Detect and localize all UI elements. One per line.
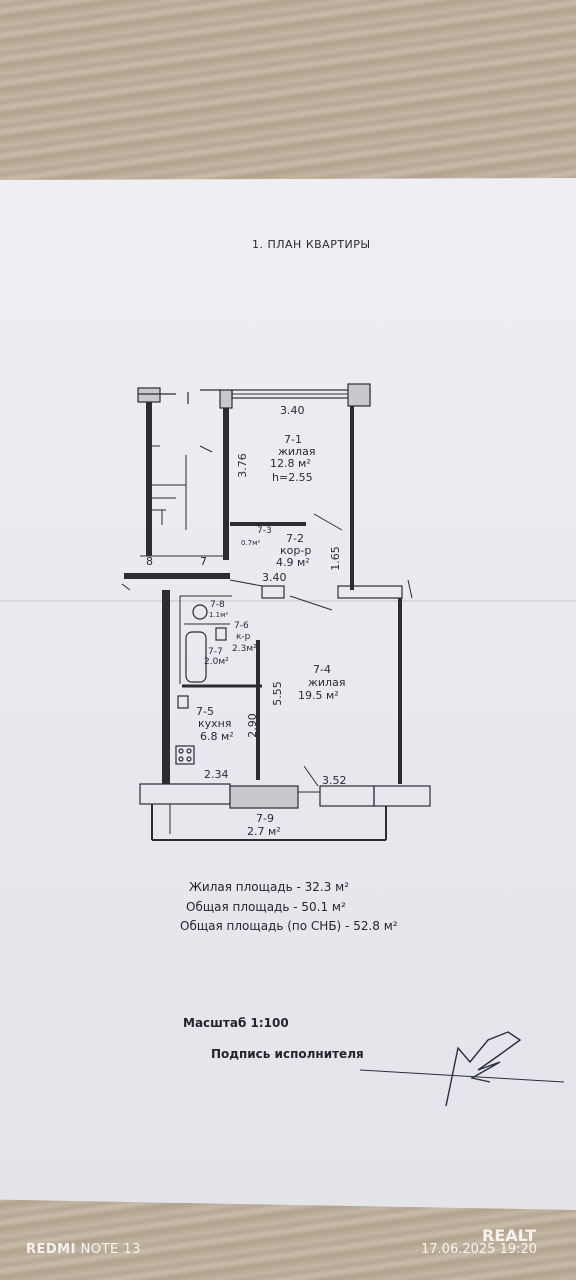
room-id: 7-8 bbox=[210, 600, 225, 610]
dimension-label: 3.76 bbox=[235, 453, 249, 478]
camera-watermark: REDMI NOTE 13 bbox=[26, 1242, 141, 1257]
wall-block bbox=[139, 783, 231, 805]
room-id: 7-4 bbox=[313, 663, 331, 676]
total-area-snb-summary: Общая площадь (по СНБ) - 52.8 м² bbox=[180, 919, 398, 933]
dimension-label: 3.40 bbox=[280, 404, 305, 417]
room-name: жилая bbox=[308, 676, 346, 689]
room-area: 0.7м² bbox=[241, 539, 261, 547]
bathtub bbox=[185, 631, 207, 683]
dimension-label: 3.52 bbox=[322, 774, 347, 787]
room-name: кор-р bbox=[280, 544, 312, 557]
room-id: 7-2 bbox=[286, 532, 304, 545]
wall-block bbox=[137, 387, 161, 403]
room-name: жилая bbox=[278, 445, 316, 458]
room-id: 7-7 bbox=[208, 647, 223, 657]
wall-block bbox=[261, 585, 285, 599]
room-area: 2.3м² bbox=[232, 644, 257, 654]
burner bbox=[178, 748, 184, 754]
burner bbox=[178, 756, 184, 762]
stove bbox=[175, 745, 195, 765]
door-swing bbox=[289, 595, 333, 611]
wall-block bbox=[347, 383, 371, 407]
scale-label: Масштаб 1:100 bbox=[183, 1016, 289, 1030]
sink bbox=[215, 627, 227, 641]
kitchen-sink bbox=[177, 695, 189, 709]
window-block bbox=[319, 785, 375, 807]
burner bbox=[186, 748, 192, 754]
wall-block bbox=[219, 389, 233, 409]
document-title: 1. ПЛАН КВАРТИРЫ bbox=[252, 238, 371, 251]
dimension-label: 2.90 bbox=[245, 713, 259, 738]
paper-sheet bbox=[0, 178, 576, 1210]
paper-fold bbox=[0, 600, 576, 602]
room-id: 7-5 bbox=[196, 705, 214, 718]
room-id: 7-6 bbox=[234, 621, 249, 631]
realt-logo-text: REALT bbox=[482, 1226, 536, 1244]
wall-tick bbox=[121, 583, 131, 591]
dimension-label: 1.65 bbox=[328, 546, 342, 571]
camera-model: NOTE 13 bbox=[80, 1242, 141, 1257]
room-name: к-р bbox=[236, 632, 251, 642]
room-area: 4.9 м² bbox=[276, 556, 310, 569]
wall-line bbox=[199, 445, 213, 453]
window-block bbox=[229, 785, 299, 809]
room-area: 6.8 м² bbox=[200, 730, 234, 743]
toilet bbox=[192, 604, 208, 620]
room-area: 2.0м² bbox=[204, 657, 229, 667]
room-id: 7-3 bbox=[257, 526, 272, 536]
room-id: 7-9 bbox=[256, 812, 274, 825]
room-area: 2.7 м² bbox=[247, 825, 281, 838]
camera-brand: REDMI bbox=[26, 1242, 76, 1257]
total-area-summary: Общая площадь - 50.1 м² bbox=[186, 900, 346, 914]
signature-label: Подпись исполнителя bbox=[211, 1047, 364, 1061]
room-area: 1.1м² bbox=[209, 611, 229, 619]
burner bbox=[186, 756, 192, 762]
wall-line bbox=[229, 579, 263, 587]
room-area: 19.5 м² bbox=[298, 689, 339, 702]
photo-timestamp: 17.06.2025 19:20 bbox=[421, 1242, 538, 1257]
signature-scribble bbox=[359, 1031, 565, 1107]
room-id: 7-1 bbox=[284, 433, 302, 446]
dimension-label: 5.55 bbox=[270, 681, 284, 706]
dimension-label: 3.40 bbox=[262, 571, 287, 584]
door-swing bbox=[313, 513, 343, 531]
room-name: кухня bbox=[198, 717, 232, 730]
living-area-summary: Жилая площадь - 32.3 м² bbox=[189, 880, 350, 894]
wall-block bbox=[337, 585, 403, 599]
dimension-label: 7 bbox=[200, 555, 207, 568]
room-height: h=2.55 bbox=[272, 471, 313, 484]
dimension-label: 2.34 bbox=[204, 768, 229, 781]
room-area: 12.8 м² bbox=[270, 457, 311, 470]
wall-block bbox=[373, 785, 431, 807]
dimension-label: 8 bbox=[146, 555, 153, 568]
realt-logo: REALT bbox=[482, 1226, 536, 1244]
wall-line bbox=[407, 579, 413, 599]
door-swing bbox=[303, 765, 319, 787]
